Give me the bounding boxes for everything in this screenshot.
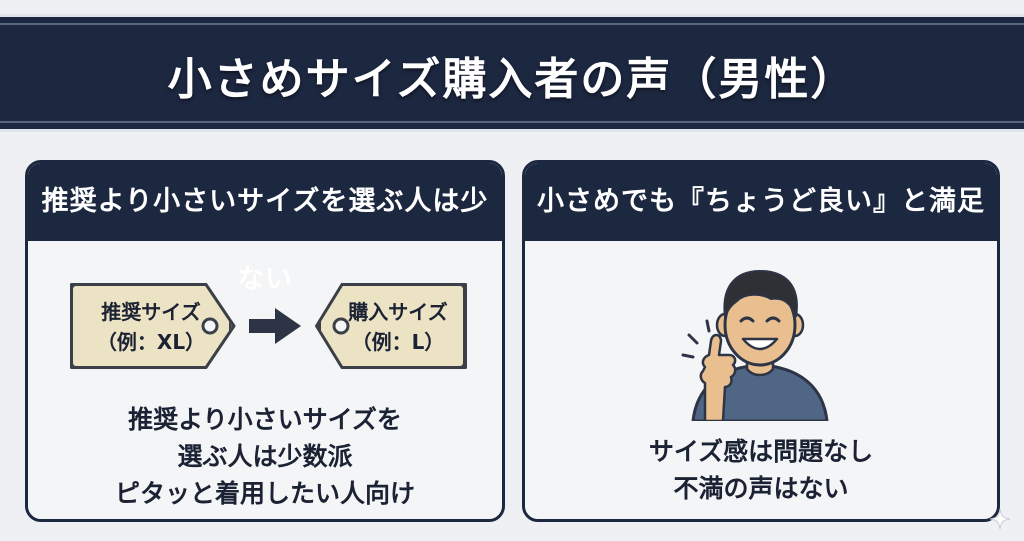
page-title: 小さめサイズ購入者の声（男性） xyxy=(167,54,857,105)
purchased-size-label: 購入サイズ xyxy=(348,300,448,324)
left-body-line-1: 推奨より小さいサイズを xyxy=(128,405,402,434)
sparkle-icon xyxy=(990,509,1010,529)
right-panel-body: サイズ感は問題なし 不満の声はない xyxy=(525,433,997,507)
right-panel: 小さめでも『ちょうど良い』と満足 サイズ感は問題なし 不満の声はない xyxy=(522,160,1000,522)
left-body-line-3: ピタッと着用したい人向け xyxy=(114,479,415,508)
left-panel-body: 推奨より小さいサイズを 選ぶ人は少数派 ピタッと着用したい人向け xyxy=(28,401,502,512)
purchased-size-example: （例：L） xyxy=(351,330,445,354)
right-body-line-1: サイズ感は問題なし xyxy=(648,437,874,466)
recommended-size-label: 推奨サイズ xyxy=(101,300,201,324)
recommended-size-example: （例：XL） xyxy=(96,330,206,354)
arrow-right-icon xyxy=(249,308,301,344)
left-panel: 推奨より小さいサイズを選ぶ人は少ない 推奨サイズ （例：XL） 購入サイズ （例… xyxy=(25,160,505,522)
left-body-line-2: 選ぶ人は少数派 xyxy=(177,442,353,471)
right-panel-heading: 小さめでも『ちょうど良い』と満足 xyxy=(525,163,997,241)
title-banner: 小さめサイズ購入者の声（男性） xyxy=(0,14,1024,132)
purchased-tag-outline xyxy=(315,283,467,369)
tag-hole-icon xyxy=(332,317,350,335)
recommended-tag-outline xyxy=(70,283,236,369)
tag-hole-icon xyxy=(201,317,219,335)
smiling-man-thumbs-up-icon xyxy=(681,269,829,421)
left-panel-heading: 推奨より小さいサイズを選ぶ人は少ない xyxy=(28,163,502,295)
right-body-line-2: 不満の声はない xyxy=(673,474,849,503)
